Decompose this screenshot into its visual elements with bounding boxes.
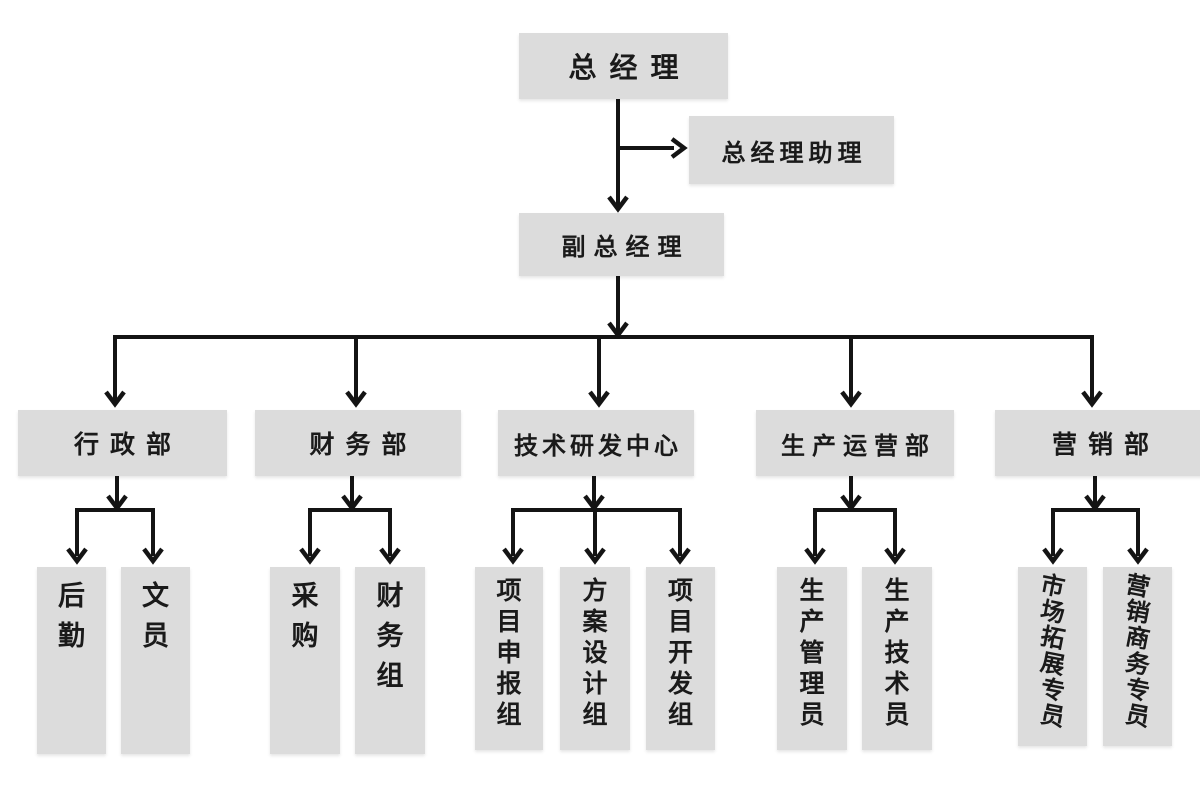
node-gm-assistant: 总经理助理 bbox=[689, 116, 894, 184]
node-production-technician: 生产技术员 bbox=[862, 567, 932, 750]
node-dept-administration: 行政部 bbox=[18, 410, 227, 476]
node-production-manager: 生产管理员 bbox=[777, 567, 847, 750]
node-dept-rd-center: 技术研发中心 bbox=[498, 410, 694, 476]
node-dept-finance: 财务部 bbox=[255, 410, 461, 476]
node-dept-production-operations: 生产运营部 bbox=[756, 410, 954, 476]
node-clerk: 文员 bbox=[121, 567, 190, 754]
node-project-development-group: 项目开发组 bbox=[646, 567, 715, 750]
node-marketing-commerce-specialist: 营销商务专员 bbox=[1103, 567, 1172, 746]
node-market-expansion-specialist: 市场拓展专员 bbox=[1018, 567, 1087, 746]
node-general-manager: 总经理 bbox=[519, 33, 728, 99]
node-solution-design-group: 方案设计组 bbox=[560, 567, 630, 750]
node-deputy-gm: 副总经理 bbox=[519, 213, 724, 276]
node-project-application-group: 项目申报组 bbox=[475, 567, 543, 750]
node-logistics: 后勤 bbox=[37, 567, 106, 754]
node-procurement: 采购 bbox=[270, 567, 340, 754]
node-finance-group: 财务组 bbox=[355, 567, 425, 754]
node-dept-marketing: 营销部 bbox=[995, 410, 1200, 476]
